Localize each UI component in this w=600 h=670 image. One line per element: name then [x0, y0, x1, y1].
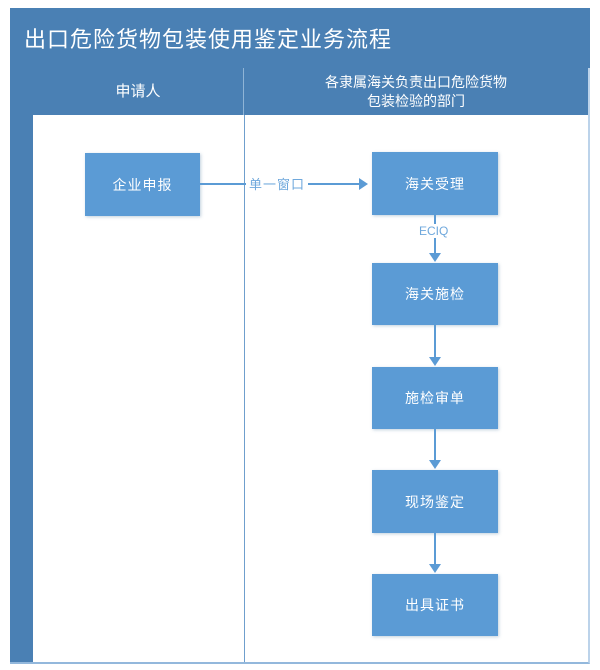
edge-arrowhead-n3-n4 — [429, 357, 441, 366]
flow-node-label: 施检审单 — [405, 390, 465, 406]
column-header-customs-line2: 包装检验的部门 — [367, 92, 465, 109]
title-bar: 出口危险货物包装使用鉴定业务流程 — [10, 8, 590, 68]
edge-line-n3-n4 — [434, 325, 436, 359]
column-header-applicant-label: 申请人 — [115, 82, 161, 100]
flow-node-customs-inspection[interactable]: 海关施检 — [372, 263, 498, 325]
column-header-customs-label: 各隶属海关负责出口危险货物 包装检验的部门 — [325, 73, 507, 110]
edge-arrowhead-n4-n5 — [429, 460, 441, 469]
flow-node-label: 出具证书 — [405, 597, 465, 613]
page-title: 出口危险货物包装使用鉴定业务流程 — [24, 27, 393, 52]
flow-node-issue-certificate[interactable]: 出具证书 — [372, 574, 498, 636]
column-header-row: 申请人 各隶属海关负责出口危险货物 包装检验的部门 — [33, 68, 588, 115]
flow-node-customs-acceptance[interactable]: 海关受理 — [372, 152, 498, 215]
flow-node-enterprise-declaration[interactable]: 企业申报 — [85, 153, 200, 216]
edge-arrowhead-n1-n2 — [359, 178, 368, 190]
edge-arrowhead-n5-n6 — [429, 564, 441, 573]
flow-node-label: 海关受理 — [405, 175, 465, 192]
flow-node-label: 企业申报 — [112, 176, 173, 193]
edge-arrowhead-n2-n3 — [429, 253, 441, 262]
column-header-customs: 各隶属海关负责出口危险货物 包装检验的部门 — [244, 68, 588, 115]
column-header-applicant: 申请人 — [33, 68, 244, 115]
left-spine-bar — [10, 68, 33, 662]
edge-label-single-window: 单一窗口 — [246, 174, 309, 193]
edge-label-eciq: ECIQ — [416, 224, 452, 238]
flow-node-label: 现场鉴定 — [405, 493, 465, 510]
column-header-customs-line1: 各隶属海关负责出口危险货物 — [325, 74, 507, 91]
flowchart-body: 企业申报 单一窗口 海关受理 ECIQ 海关施检 施检审单 现场鉴定 — [33, 115, 588, 662]
edge-line-n4-n5 — [434, 429, 436, 462]
flow-node-inspection-review[interactable]: 施检审单 — [372, 367, 498, 429]
edge-line-n5-n6 — [434, 533, 436, 566]
column-divider — [244, 115, 245, 662]
flowchart-table-frame: 申请人 各隶属海关负责出口危险货物 包装检验的部门 企业申报 单一窗口 海关受理… — [10, 68, 590, 664]
flow-node-onsite-appraisal[interactable]: 现场鉴定 — [372, 470, 498, 533]
flow-node-label: 海关施检 — [405, 286, 465, 302]
